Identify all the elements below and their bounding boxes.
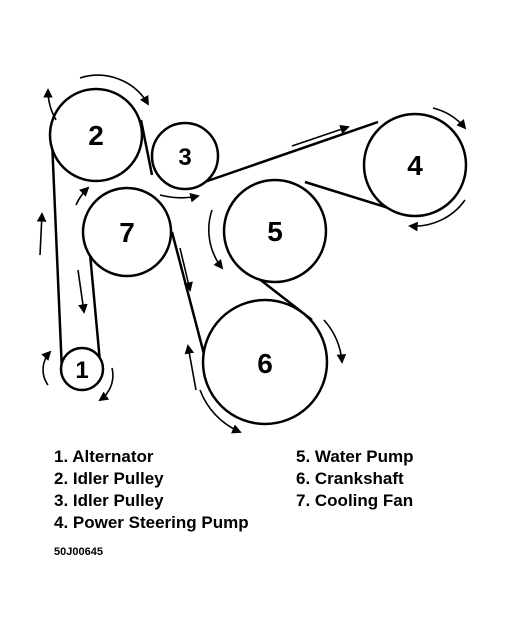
pulley-7: 7: [81, 186, 173, 278]
arrow-icon: [323, 319, 347, 364]
legend-item-alternator: 1. Alternator: [54, 447, 154, 466]
pulley-label-5: 5: [267, 216, 283, 247]
legend-item-idler-pulley-2: 2. Idler Pulley: [54, 469, 164, 488]
direction-arrows: [36, 74, 467, 434]
legend-item-idler-pulley-3: 3. Idler Pulley: [54, 491, 164, 510]
legend-item-power-steering-pump: 4. Power Steering Pump: [54, 513, 249, 532]
arrow-icon: [77, 269, 88, 314]
belt-segment-4-to-5: [304, 180, 396, 212]
arrow-icon: [199, 389, 242, 434]
arrow-icon: [432, 107, 467, 130]
pulley-4: 4: [362, 112, 468, 218]
pulley-label-7: 7: [119, 217, 135, 248]
arrow-icon: [41, 350, 52, 386]
legend-item-cooling-fan: 7. Cooling Fan: [296, 491, 414, 510]
pulley-6: 6: [201, 298, 329, 426]
legend-column-left: 1. Alternator 2. Idler Pulley 3. Idler P…: [54, 446, 249, 534]
arrow-icon: [75, 186, 90, 206]
pulley-label-1: 1: [75, 357, 88, 384]
legend-item-water-pump: 5. Water Pump: [296, 447, 414, 466]
arrow-icon: [179, 247, 193, 292]
arrow-icon: [36, 212, 47, 256]
pulley-2: 2: [48, 87, 144, 183]
legend-item-crankshaft: 6. Crankshaft: [296, 469, 404, 488]
figure-code: 50J00645: [54, 546, 103, 558]
arrow-icon: [79, 74, 149, 106]
arrow-icon: [408, 199, 466, 232]
belt-segment-7-to-6: [170, 231, 207, 359]
belt-segment-2-to-1-left: [50, 139, 64, 373]
pulley-label-2: 2: [88, 120, 104, 151]
pulley-label-3: 3: [178, 144, 191, 171]
pulley-label-4: 4: [407, 150, 423, 181]
arrow-icon: [208, 209, 224, 270]
pulley-3: 3: [150, 121, 220, 191]
arrow-icon: [159, 192, 200, 203]
pulley-label-6: 6: [257, 348, 273, 379]
pulley-5: 5: [222, 178, 328, 284]
arrow-icon: [184, 344, 197, 391]
pulley-1: 1: [59, 346, 105, 392]
belt-routing-diagram: 2 3 4 5 7 6 1: [36, 74, 468, 434]
arrow-icon: [43, 88, 57, 121]
legend-column-right: 5. Water Pump 6. Crankshaft 7. Cooling F…: [296, 446, 413, 512]
arrow-icon: [291, 124, 350, 147]
arrow-icon: [98, 367, 114, 402]
